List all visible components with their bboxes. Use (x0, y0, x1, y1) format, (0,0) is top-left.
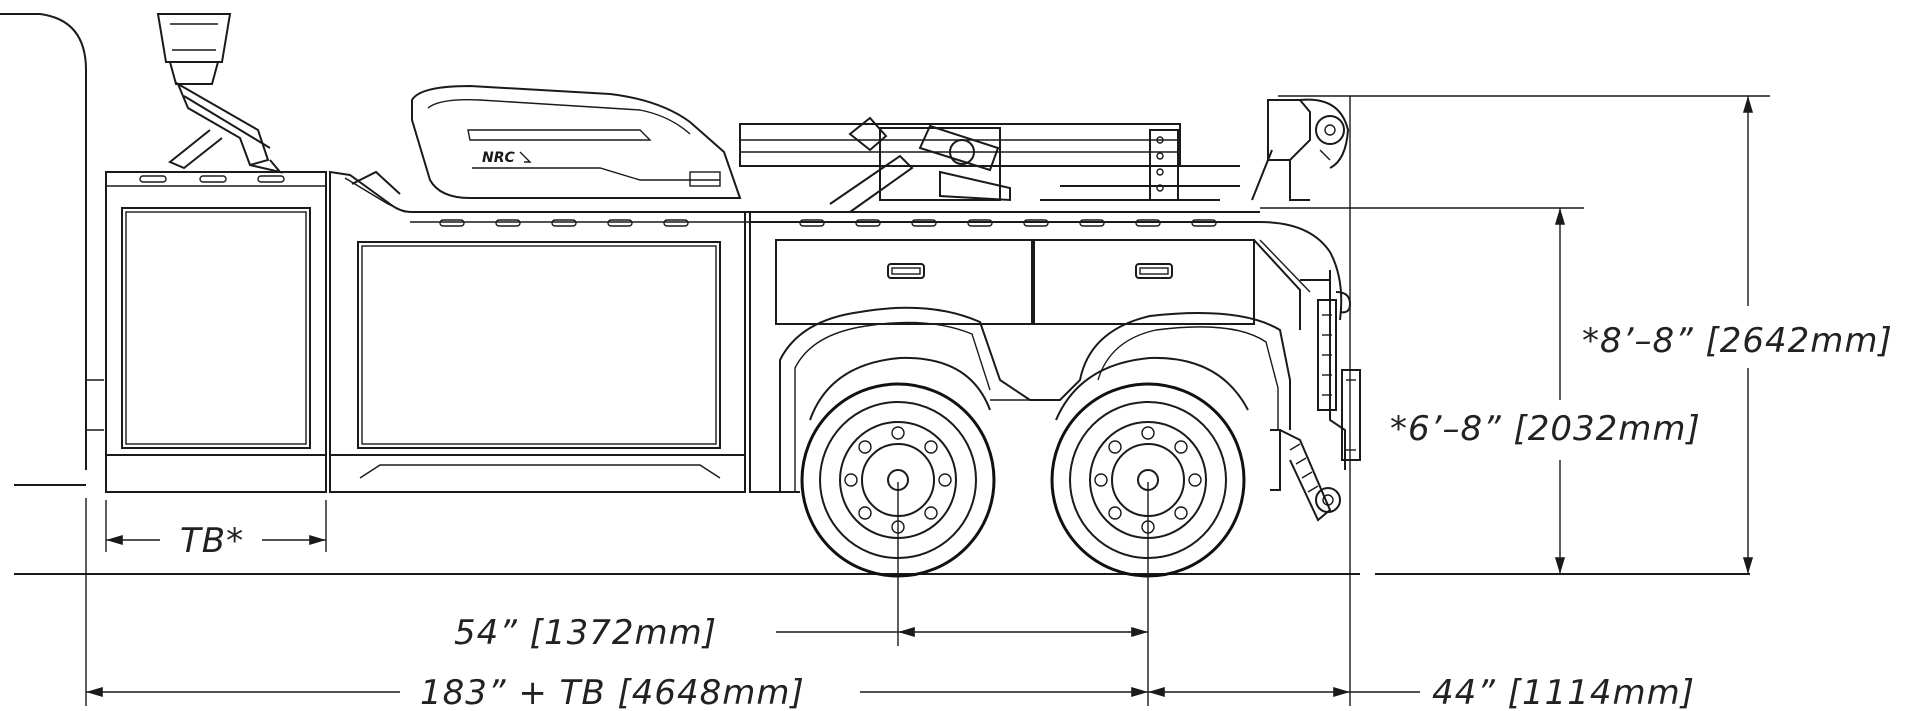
dimension-height-deck: *6’–8” [2032mm] (1260, 207, 1701, 574)
rear-body (749, 212, 1343, 493)
dimension-axle-spacing-label: 54” [1372mm] (454, 613, 717, 653)
front-compartment (105, 171, 327, 493)
dimension-axle-spacing: 54” [1372mm] (454, 482, 1149, 706)
dimension-body-length: 183” + TB [4648mm] (85, 498, 1148, 711)
dimension-rear-overhang: 44” [1114mm] (1148, 96, 1695, 711)
middle-compartment (329, 170, 746, 493)
dimension-body-length-label: 183” + TB [4648mm] (420, 673, 805, 711)
fenders (779, 306, 1291, 492)
dimension-height-total: *8’–8” [2642mm] (1278, 95, 1893, 574)
nrc-decal: NRC (482, 150, 515, 166)
deck-rail (410, 211, 1260, 227)
light-tower (156, 13, 283, 174)
rear-underlift (1251, 98, 1361, 522)
dimension-tb-label: TB* (180, 521, 244, 561)
operator-console: NRC (411, 84, 742, 199)
dimension-height-deck-label: *6’–8” [2032mm] (1390, 409, 1701, 449)
boom (739, 116, 1240, 213)
cab-outline (0, 13, 104, 486)
dimension-tb: TB* (105, 500, 327, 561)
dimension-height-total-label: *8’–8” [2642mm] (1582, 321, 1893, 361)
dimension-rear-overhang-label: 44” [1114mm] (1432, 673, 1695, 711)
